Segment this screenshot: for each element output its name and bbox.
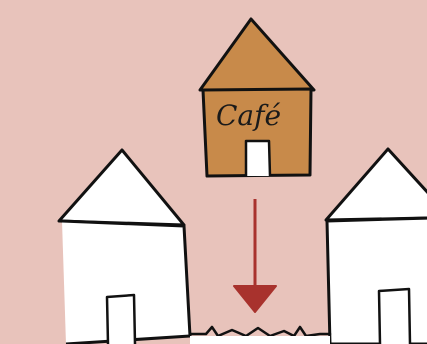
right-house-roof [324, 147, 427, 222]
cafe-building: Café [198, 17, 316, 178]
left-house-roof [57, 148, 186, 227]
right-house [324, 147, 427, 344]
cafe-sign: Café [216, 99, 281, 132]
cafe-roof [198, 17, 316, 92]
cafe-wall [201, 87, 313, 178]
left-house [57, 148, 192, 344]
right-house-door [377, 287, 412, 344]
left-house-door [105, 293, 137, 344]
down-arrow-icon [233, 199, 277, 313]
empty-plot [189, 325, 332, 344]
cafe-door [244, 139, 272, 177]
right-house-wall [325, 216, 427, 344]
ground-fill [190, 336, 330, 344]
ground-line [189, 325, 332, 338]
